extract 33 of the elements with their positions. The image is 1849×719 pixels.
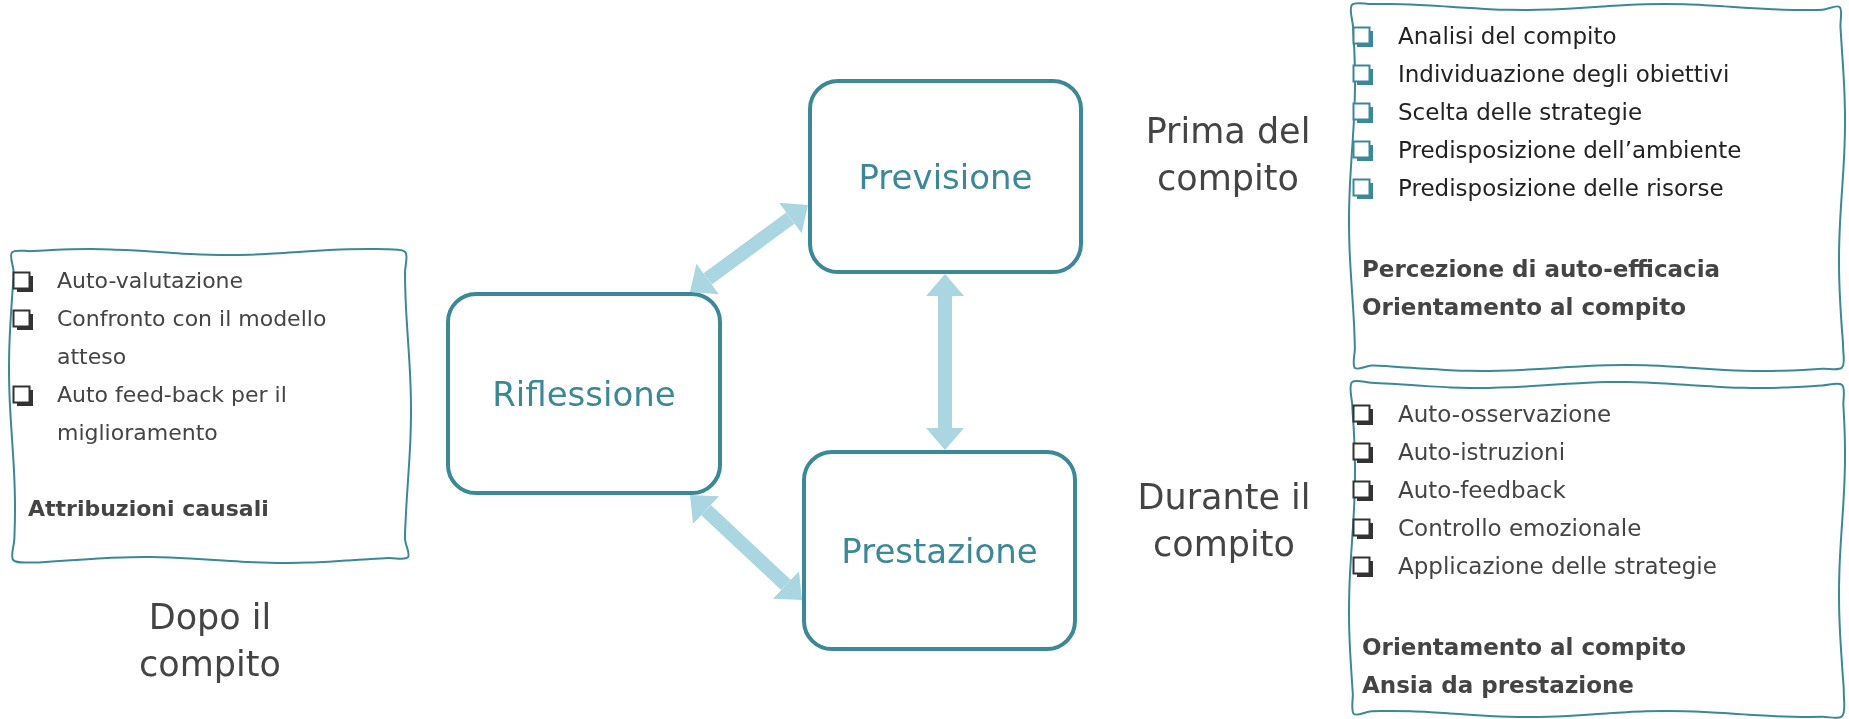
phase-title: Riflessione: [492, 373, 676, 414]
list-item: Confronto con il modello atteso: [57, 305, 328, 371]
list-item: Analisi del compito: [1398, 22, 1617, 51]
list-item: Predisposizione dell’ambiente: [1398, 136, 1742, 165]
phase-box: [808, 79, 1083, 274]
phase-box: [446, 292, 722, 495]
phase-timing-label: Durante il compito: [1136, 476, 1312, 566]
list-item: Applicazione delle strategie: [1398, 552, 1717, 581]
key-factor: Ansia da prestazione: [1362, 671, 1634, 700]
list-item: Auto-feedback: [1398, 476, 1566, 505]
note-card: [10, 250, 410, 562]
list-item: Auto-valutazione: [57, 267, 244, 295]
list-item: Auto feed-back per il miglioramento: [57, 381, 288, 447]
key-factor: Orientamento al compito: [1362, 293, 1686, 322]
list-item: Scelta delle strategie: [1398, 98, 1643, 127]
note-card: [1350, 383, 1844, 716]
phase-timing-label: Dopo il compito: [138, 596, 282, 686]
double-arrow: [690, 495, 802, 600]
list-item: Auto-istruzioni: [1398, 438, 1566, 467]
key-factor: Percezione di auto-efficacia: [1362, 255, 1721, 284]
double-arrow: [926, 274, 964, 450]
list-item: Individuazione degli obiettivi: [1398, 60, 1730, 89]
phase-title: Previsione: [858, 156, 1033, 197]
list-item: Controllo emozionale: [1398, 514, 1642, 543]
phase-box: [802, 450, 1077, 651]
phase-timing-label: Prima del compito: [1144, 110, 1312, 200]
key-factor: Attribuzioni causali: [28, 495, 269, 523]
double-arrow: [690, 202, 808, 295]
list-item: Predisposizione delle risorse: [1398, 174, 1724, 203]
key-factor: Orientamento al compito: [1362, 633, 1686, 662]
phase-title: Prestazione: [841, 530, 1038, 571]
note-card: [1350, 5, 1844, 370]
list-item: Auto-osservazione: [1398, 400, 1612, 429]
